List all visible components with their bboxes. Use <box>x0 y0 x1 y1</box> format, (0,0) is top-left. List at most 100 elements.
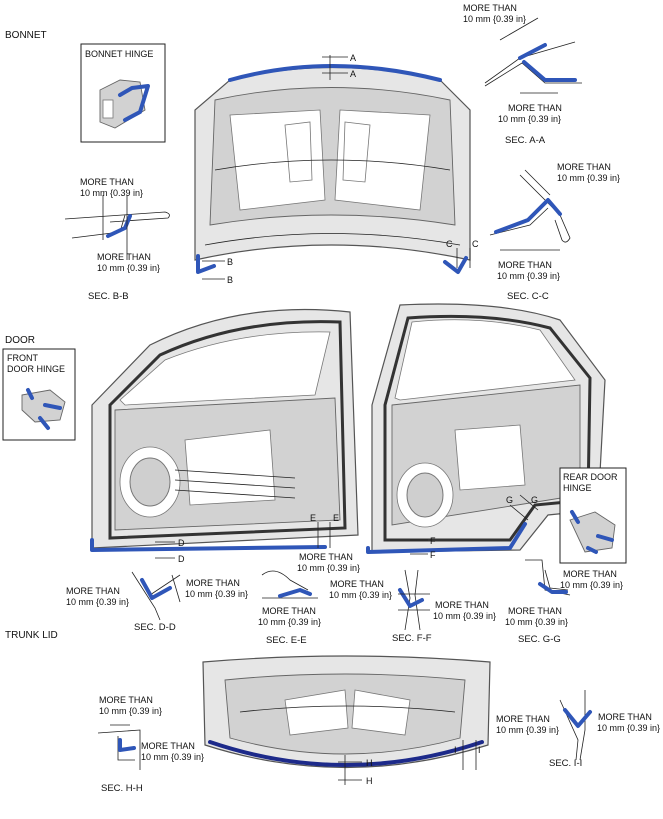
aa-label-top-1: MORE THAN <box>463 3 517 13</box>
ii-label-left-1: MORE THAN <box>496 714 550 724</box>
cc-label-bottom-1: MORE THAN <box>498 260 552 270</box>
section-cc: MORE THAN 10 mm {0.39 in} MORE THAN 10 m… <box>489 162 620 302</box>
rear-door-hinge-label-2: HINGE <box>563 483 592 493</box>
caption-sec-ii: SEC. I-I <box>549 758 582 769</box>
dd-label-left-2: 10 mm {0.39 in} <box>66 597 129 607</box>
bonnet-left-corner-sealant <box>196 254 216 274</box>
cut-letter-i-right: I <box>478 745 481 755</box>
cut-letter-b-top: B <box>227 257 233 267</box>
cc-label-top-2: 10 mm {0.39 in} <box>557 173 620 183</box>
cut-letter-g-left: G <box>506 495 513 505</box>
section-hh: MORE THAN 10 mm {0.39 in} MORE THAN 10 m… <box>97 695 204 794</box>
section-bb: MORE THAN 10 mm {0.39 in} MORE THAN 10 m… <box>64 177 170 302</box>
cut-marker-e: E E <box>310 513 339 548</box>
ii-label-right-2: 10 mm {0.39 in} <box>597 723 660 733</box>
front-door-bottom-sealant <box>90 538 327 552</box>
cut-marker-i: I I <box>454 740 481 770</box>
cut-marker-d: D D <box>155 538 185 564</box>
ff-label-right-2: 10 mm {0.39 in} <box>433 611 496 621</box>
aa-label-bottom-1: MORE THAN <box>508 103 562 113</box>
caption-sec-bb: SEC. B-B <box>88 291 129 302</box>
cut-marker-b: B B <box>202 257 233 285</box>
cut-marker-f: F F <box>410 536 436 560</box>
bb-label-bottom-1: MORE THAN <box>97 252 151 262</box>
section-ff: MORE THAN 10 mm {0.39 in} MORE THAN 10 m… <box>329 569 496 644</box>
gg-label-right-1: MORE THAN <box>563 569 617 579</box>
cut-letter-b-bottom: B <box>227 275 233 285</box>
cut-marker-h: H H <box>338 755 373 786</box>
gg-label-bottom-2: 10 mm {0.39 in} <box>505 617 568 627</box>
caption-sec-cc: SEC. C-C <box>507 291 549 302</box>
caption-sec-gg: SEC. G-G <box>518 634 561 645</box>
cut-letter-h-bottom: H <box>366 776 373 786</box>
dd-label-right-1: MORE THAN <box>186 578 240 588</box>
front-door-panel <box>91 308 359 549</box>
cut-marker-c: C C <box>446 239 479 268</box>
cut-letter-h-top: H <box>366 758 373 768</box>
aa-label-bottom-2: 10 mm {0.39 in} <box>498 114 561 124</box>
front-door-hinge-inset: FRONT DOOR HINGE <box>2 348 76 441</box>
bonnet-front-sealant <box>228 64 442 82</box>
ee-label-top-1: MORE THAN <box>299 552 353 562</box>
ee-label-bottom-1: MORE THAN <box>262 606 316 616</box>
cut-letter-e-left: E <box>310 513 316 523</box>
hh-label-top-1: MORE THAN <box>99 695 153 705</box>
bb-label-top-2: 10 mm {0.39 in} <box>80 188 143 198</box>
bonnet-hinge-label: BONNET HINGE <box>85 49 153 59</box>
cut-marker-g: G G <box>506 494 539 521</box>
section-ii: MORE THAN 10 mm {0.39 in} MORE THAN 10 m… <box>496 690 660 769</box>
rear-door-hinge-inset: REAR DOOR HINGE <box>559 467 627 564</box>
cut-letter-g-right: G <box>531 495 538 505</box>
hh-label-top-2: 10 mm {0.39 in} <box>99 706 162 716</box>
caption-sec-dd: SEC. D-D <box>134 622 176 633</box>
bb-label-bottom-2: 10 mm {0.39 in} <box>97 263 160 273</box>
dd-label-right-2: 10 mm {0.39 in} <box>185 589 248 599</box>
hh-label-right-1: MORE THAN <box>141 741 195 751</box>
cut-letter-c-right: C <box>472 239 479 249</box>
cut-letter-e-right: E <box>333 513 339 523</box>
caption-sec-ee: SEC. E-E <box>266 635 307 646</box>
bonnet-right-corner-sealant <box>443 256 468 274</box>
section-aa: MORE THAN 10 mm {0.39 in} MORE THAN 10 m… <box>463 3 582 146</box>
section-dd: MORE THAN 10 mm {0.39 in} MORE THAN 10 m… <box>66 571 248 633</box>
bb-label-top-1: MORE THAN <box>80 177 134 187</box>
gg-label-right-2: 10 mm {0.39 in} <box>560 580 623 590</box>
gg-label-bottom-1: MORE THAN <box>508 606 562 616</box>
trunk-lid-panel <box>202 655 491 769</box>
heading-bonnet: BONNET <box>5 30 47 41</box>
bonnet-hinge-inset: BONNET HINGE <box>80 43 166 143</box>
rear-door-bottom-sealant <box>366 522 527 554</box>
heading-door: DOOR <box>5 335 35 346</box>
ff-label-left-1: MORE THAN <box>330 579 384 589</box>
hh-label-right-2: 10 mm {0.39 in} <box>141 752 204 762</box>
rear-door-hinge-label-1: REAR DOOR <box>563 472 618 482</box>
cut-letter-c-left: C <box>446 239 453 249</box>
cc-label-top-1: MORE THAN <box>557 162 611 172</box>
dd-label-left-1: MORE THAN <box>66 586 120 596</box>
caption-sec-ff: SEC. F-F <box>392 633 432 644</box>
aa-label-top-2: 10 mm {0.39 in} <box>463 14 526 24</box>
caption-sec-hh: SEC. H-H <box>101 783 143 794</box>
ii-label-left-2: 10 mm {0.39 in} <box>496 725 559 735</box>
cut-letter-a-top: A <box>350 53 356 63</box>
ff-label-right-1: MORE THAN <box>435 600 489 610</box>
ee-label-bottom-2: 10 mm {0.39 in} <box>258 617 321 627</box>
cut-marker-a: A A <box>322 53 356 80</box>
rear-door-panel <box>371 303 606 553</box>
front-door-hinge-label-2: DOOR HINGE <box>7 364 65 374</box>
cc-label-bottom-2: 10 mm {0.39 in} <box>497 271 560 281</box>
section-ee: MORE THAN 10 mm {0.39 in} MORE THAN 10 m… <box>258 552 360 646</box>
front-door-hinge-label-1: FRONT <box>7 353 38 363</box>
section-gg: MORE THAN 10 mm {0.39 in} MORE THAN 10 m… <box>505 559 623 645</box>
ee-label-top-2: 10 mm {0.39 in} <box>297 563 360 573</box>
cut-letter-f-top: F <box>430 536 436 546</box>
cut-letter-f-bottom: F <box>430 550 436 560</box>
ii-label-right-1: MORE THAN <box>598 712 652 722</box>
cut-letter-a-bottom: A <box>350 69 356 79</box>
cut-letter-d-top: D <box>178 538 185 548</box>
caption-sec-aa: SEC. A-A <box>505 135 546 146</box>
cut-letter-d-bottom: D <box>178 554 185 564</box>
heading-trunk-lid: TRUNK LID <box>5 630 58 641</box>
cut-letter-i-left: I <box>454 745 457 755</box>
